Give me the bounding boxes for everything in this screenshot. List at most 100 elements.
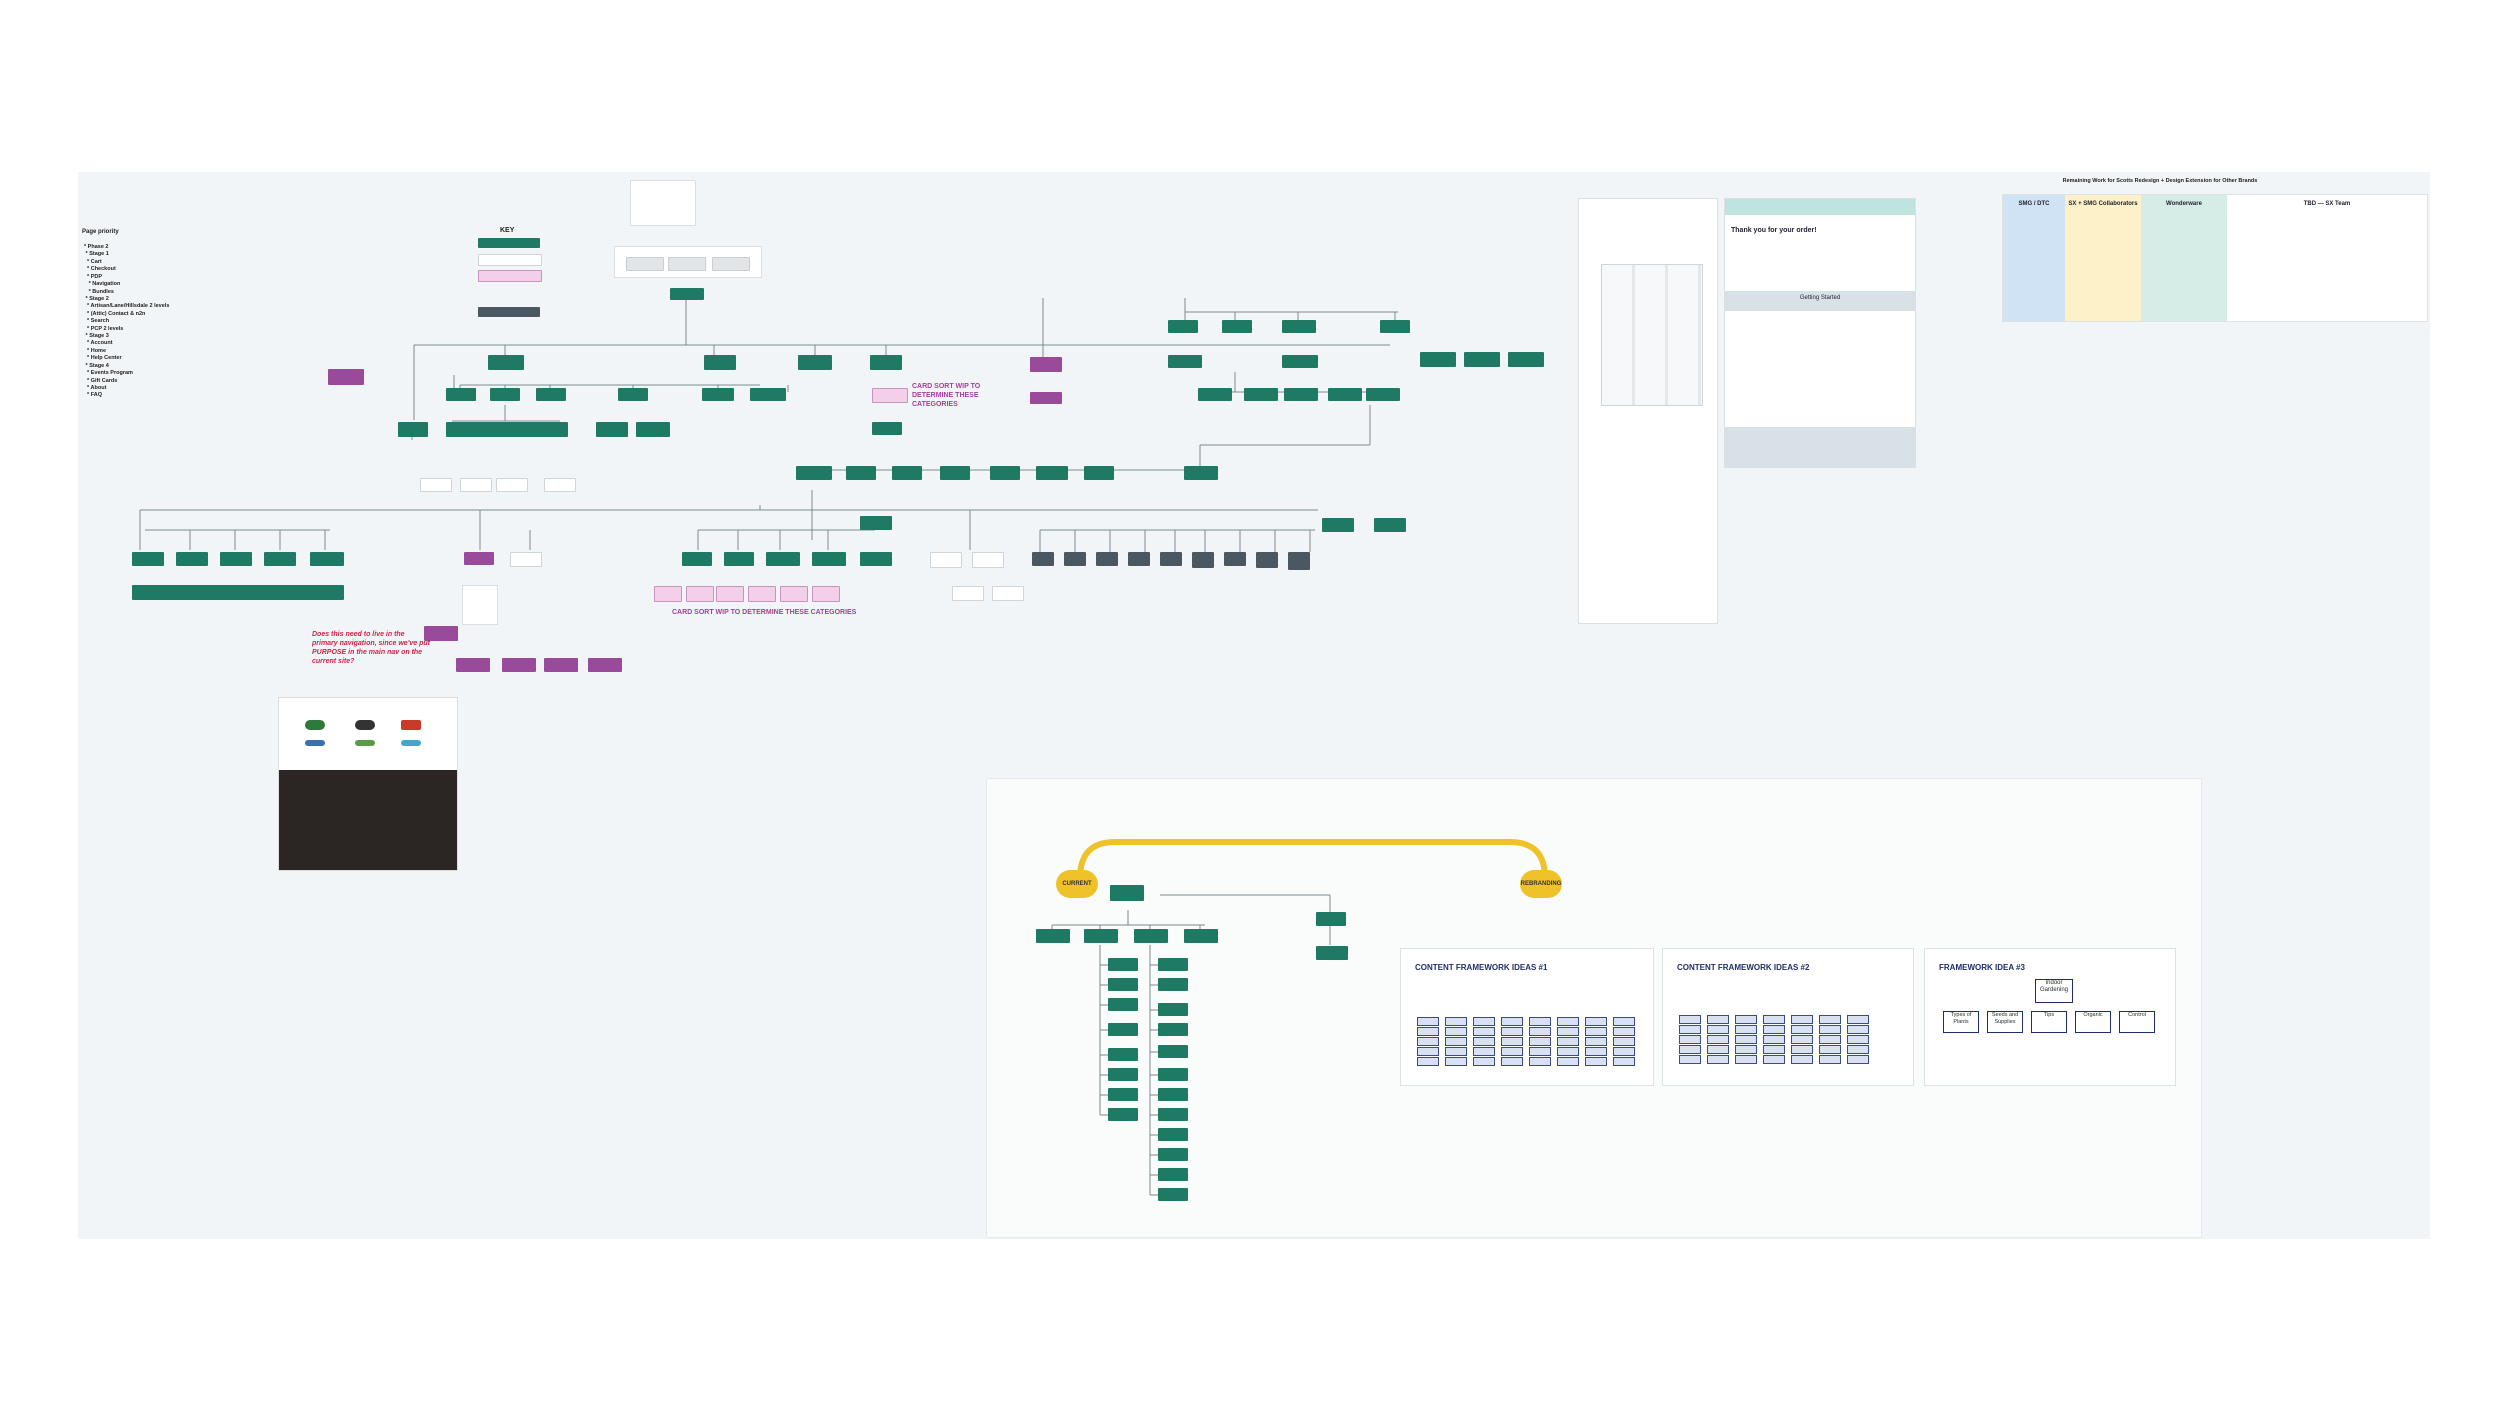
leaf-node (496, 478, 528, 492)
row-node (892, 466, 922, 480)
framework-root: Indoor Gardening (2035, 979, 2073, 1003)
framework-box (1707, 1035, 1729, 1044)
leaf-node (420, 478, 452, 492)
priority-item: * (Attic) Contact & n2n (84, 310, 146, 317)
sub-node (398, 422, 428, 437)
card-sort-node (780, 586, 808, 602)
site-footer (279, 770, 457, 870)
board-column: SX + SMG Collaborators (2065, 195, 2141, 321)
nav-node (704, 355, 736, 370)
tree-leaf (1158, 1148, 1188, 1161)
tree-node (1184, 929, 1218, 943)
framework-box (1735, 1025, 1757, 1034)
leaf-node (992, 586, 1024, 601)
framework-child: Seeds and Supplies (1987, 1011, 2023, 1033)
row-node (796, 466, 832, 480)
framework-box (1585, 1057, 1607, 1066)
priority-item: * Stage 1 (84, 251, 109, 258)
sub-node (1508, 352, 1544, 367)
website-screenshot (278, 697, 458, 871)
framework-box (1557, 1057, 1579, 1066)
framework-box (1529, 1027, 1551, 1036)
gray-node (1064, 552, 1086, 566)
framework-box (1557, 1047, 1579, 1056)
board-column: SMG / DTC (2003, 195, 2065, 321)
sub-node (490, 388, 520, 401)
mobile-mockup (1578, 198, 1718, 624)
board-column: TBD — SX Team (2227, 195, 2427, 321)
framework-box (1735, 1045, 1757, 1054)
tree-leaf (1108, 958, 1138, 971)
gray-node (1192, 552, 1214, 568)
sub-node (1464, 352, 1500, 367)
tree-leaf (1158, 1088, 1188, 1101)
home-node (670, 288, 704, 300)
brand-logo (401, 740, 421, 746)
framework-box (1529, 1047, 1551, 1056)
framework-box (1763, 1015, 1785, 1024)
framework-box (1557, 1017, 1579, 1026)
leaf-node (766, 552, 800, 566)
card-sort-node (812, 586, 840, 602)
card-sort-node (748, 586, 776, 602)
framework-box (1529, 1037, 1551, 1046)
framework-box (1585, 1017, 1607, 1026)
leaf-node (812, 552, 846, 566)
page-priority-title: Page priority (82, 229, 119, 235)
row-node (990, 466, 1020, 480)
leaf-node (132, 552, 164, 566)
priority-item: * Account (84, 340, 113, 347)
framework-box (1473, 1057, 1495, 1066)
right-board: SMG / DTC SX + SMG Collaborators Wonderw… (2002, 194, 2428, 322)
framework-box (1763, 1045, 1785, 1054)
tree-node (1084, 929, 1118, 943)
sub-node (702, 388, 734, 401)
order-header-band (1725, 199, 1915, 215)
framework-child: Organic (2075, 1011, 2111, 1033)
framework-box (1707, 1015, 1729, 1024)
note-box (462, 585, 498, 625)
sub-node (750, 388, 786, 401)
purple-node (588, 658, 622, 672)
framework-box (1679, 1025, 1701, 1034)
slide-title: CONTENT FRAMEWORK IDEAS #1 (1415, 963, 1548, 972)
key-node (478, 254, 542, 266)
purple-node (502, 658, 536, 672)
tree-leaf (1158, 1003, 1188, 1016)
framework-box (1529, 1057, 1551, 1066)
framework-box (1557, 1037, 1579, 1046)
framework-box (1613, 1047, 1635, 1056)
current-badge: CURRENT (1056, 870, 1098, 898)
framework-box (1529, 1017, 1551, 1026)
row-node (1322, 518, 1354, 532)
framework-box (1847, 1035, 1869, 1044)
framework-box (1763, 1035, 1785, 1044)
framework-box (1445, 1057, 1467, 1066)
priority-item: * Home (84, 347, 107, 354)
sub-node (1420, 352, 1456, 367)
leaf-node (860, 552, 892, 566)
tree-root (1110, 885, 1144, 901)
brand-logo (401, 720, 421, 730)
priority-item: * Bundles (84, 288, 114, 295)
priority-item: * Navigation (84, 281, 121, 288)
slide-title: FRAMEWORK IDEA #3 (1939, 963, 2025, 972)
card-sort-node (716, 586, 744, 602)
key-node (478, 307, 540, 317)
framework-box (1819, 1055, 1841, 1064)
row-node (846, 466, 876, 480)
framework-box (1679, 1045, 1701, 1054)
tree-leaf (1108, 1048, 1138, 1061)
nav-node (798, 355, 832, 370)
row-node (1184, 466, 1218, 480)
framework-box (1417, 1037, 1439, 1046)
nav-node (488, 355, 524, 370)
framework-box (1445, 1017, 1467, 1026)
purple-node (464, 552, 494, 565)
framework-box (1501, 1037, 1523, 1046)
tree-leaf (1158, 978, 1188, 991)
priority-item: * Phase 2 (84, 244, 109, 250)
tree-leaf (1158, 1188, 1188, 1201)
sub-node (1168, 355, 1202, 368)
sub-node (1328, 388, 1362, 401)
